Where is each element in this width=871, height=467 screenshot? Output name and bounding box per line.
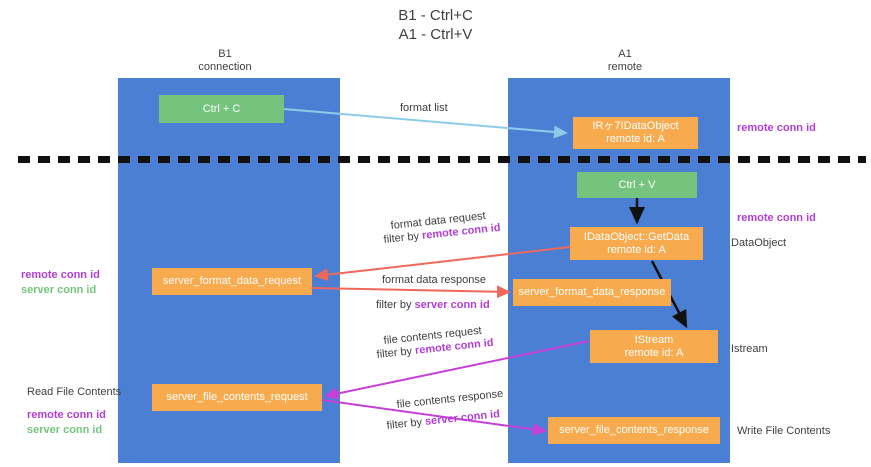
node-istream[interactable]: IStream remote id: A (590, 330, 718, 363)
node-server-file-contents-request-label: server_file_contents_request (166, 391, 308, 403)
annotation-remote-conn-id: remote conn id (21, 269, 100, 281)
node-istream-sub: remote id: A (624, 346, 684, 359)
filter-key-server-conn-id: server conn id (424, 408, 501, 428)
annotation-left-conn-ids: remote conn id server conn id (21, 268, 100, 298)
node-idataobject-sub: remote id: A (606, 133, 665, 145)
annotation-istream: Istream (731, 342, 768, 357)
column-header-b1-name: B1 (218, 48, 232, 60)
node-server-file-contents-request[interactable]: server_file_contents_request (152, 384, 322, 411)
node-istream-label: IStream (634, 333, 674, 346)
column-header-b1-role: connection (198, 61, 252, 73)
annotation-right-remote-conn-id-top: remote conn id (737, 121, 816, 136)
annotation-read-file-contents-label: Read File Contents (27, 386, 122, 398)
edge-label-format-data-response: format data response (382, 273, 486, 288)
node-ctrl-v[interactable]: Ctrl + V (577, 172, 697, 198)
node-server-format-data-request[interactable]: server_format_data_request (152, 268, 312, 295)
edge-label-format-list: format list (400, 101, 448, 116)
annotation-write-file-contents-label: Write File Contents (737, 425, 831, 437)
edge-label-format-list-text: format list (400, 102, 448, 114)
title-line-1: B1 - Ctrl+C (398, 7, 473, 24)
annotation-dataobject-label: DataObject (731, 237, 787, 249)
annotation-right-remote-conn-id-mid: remote conn id (737, 211, 816, 226)
node-server-format-data-response[interactable]: server_format_data_response (513, 279, 671, 306)
node-ctrl-c[interactable]: Ctrl + C (159, 95, 284, 123)
node-ctrl-c-label: Ctrl + C (202, 102, 241, 115)
filter-prefix: filter by (376, 344, 416, 361)
filter-prefix: filter by (386, 415, 426, 432)
edge-format-data-response (311, 285, 511, 299)
edge-label-format-data-response-text: format data response (382, 274, 486, 286)
annotation-read-file-contents: Read File Contents remote conn id server… (27, 385, 121, 438)
annotation-server-conn-id: server conn id (21, 284, 97, 296)
phase-divider (18, 156, 866, 163)
annotation-remote-conn-id: remote conn id (737, 122, 816, 134)
node-getdata-sub: remote id: A (607, 243, 666, 256)
node-server-file-contents-response[interactable]: server_file_contents_response (548, 417, 720, 444)
title-line-2: A1 - Ctrl+V (398, 26, 473, 43)
annotation-remote-conn-id: remote conn id (737, 212, 816, 224)
node-idataobject[interactable]: IRヶ7IDataObject remote id: A (573, 117, 698, 149)
node-idataobject-label: IRヶ7IDataObject (592, 120, 679, 132)
node-server-format-data-request-label: server_format_data_request (162, 275, 302, 287)
column-header-b1: B1 connection (145, 48, 305, 74)
annotation-server-conn-id: server conn id (27, 424, 103, 436)
annotation-write-file-contents: Write File Contents (737, 424, 830, 439)
filter-key-server-conn-id: server conn id (414, 299, 490, 311)
diagram-title: B1 - Ctrl+C A1 - Ctrl+V (0, 6, 871, 44)
annotation-remote-conn-id: remote conn id (27, 409, 106, 421)
node-server-file-contents-response-label: server_file_contents_response (559, 424, 709, 436)
node-getdata-label: IDataObject::GetData (583, 230, 690, 243)
node-idataobject-getdata[interactable]: IDataObject::GetData remote id: A (570, 227, 703, 260)
annotation-istream-label: Istream (731, 343, 768, 355)
filter-prefix: filter by (383, 229, 423, 246)
annotation-dataobject: DataObject (731, 236, 786, 251)
node-ctrl-v-label: Ctrl + V (618, 178, 656, 191)
column-header-a1-role: remote (607, 61, 643, 73)
filter-prefix: filter by (376, 299, 415, 311)
node-server-format-data-response-label: server_format_data_response (518, 286, 666, 298)
column-header-a1-name: A1 (618, 48, 632, 60)
edge-label-format-data-response-filter: filter by server conn id (376, 298, 490, 313)
column-header-a1: A1 remote (545, 48, 705, 74)
